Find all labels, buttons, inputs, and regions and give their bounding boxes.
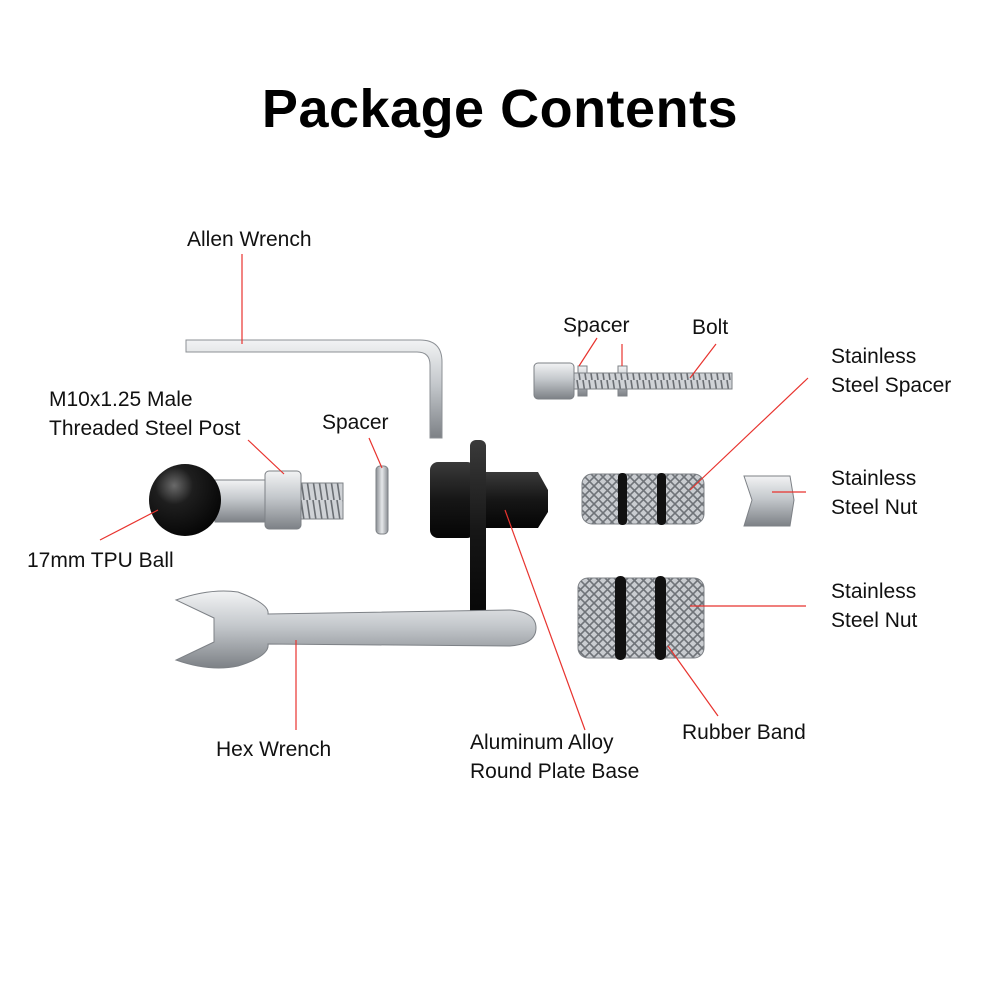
label-tpu-ball: 17mm TPU Ball — [27, 549, 174, 572]
label-stainless-nut-1: Stainless Steel Nut — [831, 467, 918, 519]
bolt-part — [533, 362, 733, 400]
label-plate-base: Aluminum Alloy Round Plate Base — [470, 731, 640, 783]
label-stainless-spacer: Stainless Steel Spacer — [831, 345, 952, 397]
label-spacer-top: Spacer — [563, 314, 630, 337]
threaded-post-part — [149, 464, 344, 536]
stainless-nut-small-part — [743, 475, 795, 527]
page-title: Package Contents — [261, 79, 739, 139]
hex-wrench-part — [174, 590, 537, 669]
stainless-nut-large-part — [577, 576, 705, 660]
label-rubber-band: Rubber Band — [682, 721, 806, 744]
label-allen-wrench: Allen Wrench — [187, 228, 312, 251]
label-spacer-mid: Spacer — [322, 411, 389, 434]
stainless-spacer-part — [581, 473, 705, 525]
label-hex-wrench: Hex Wrench — [216, 738, 332, 761]
label-threaded-post: M10x1.25 Male Threaded Steel Post — [49, 388, 241, 440]
leader-lines — [99, 254, 809, 731]
spacer-washer-part — [375, 465, 389, 535]
allen-wrench-part — [185, 339, 443, 439]
label-stainless-nut-2: Stainless Steel Nut — [831, 580, 918, 632]
label-bolt: Bolt — [692, 316, 729, 339]
plate-base-part — [430, 440, 548, 624]
